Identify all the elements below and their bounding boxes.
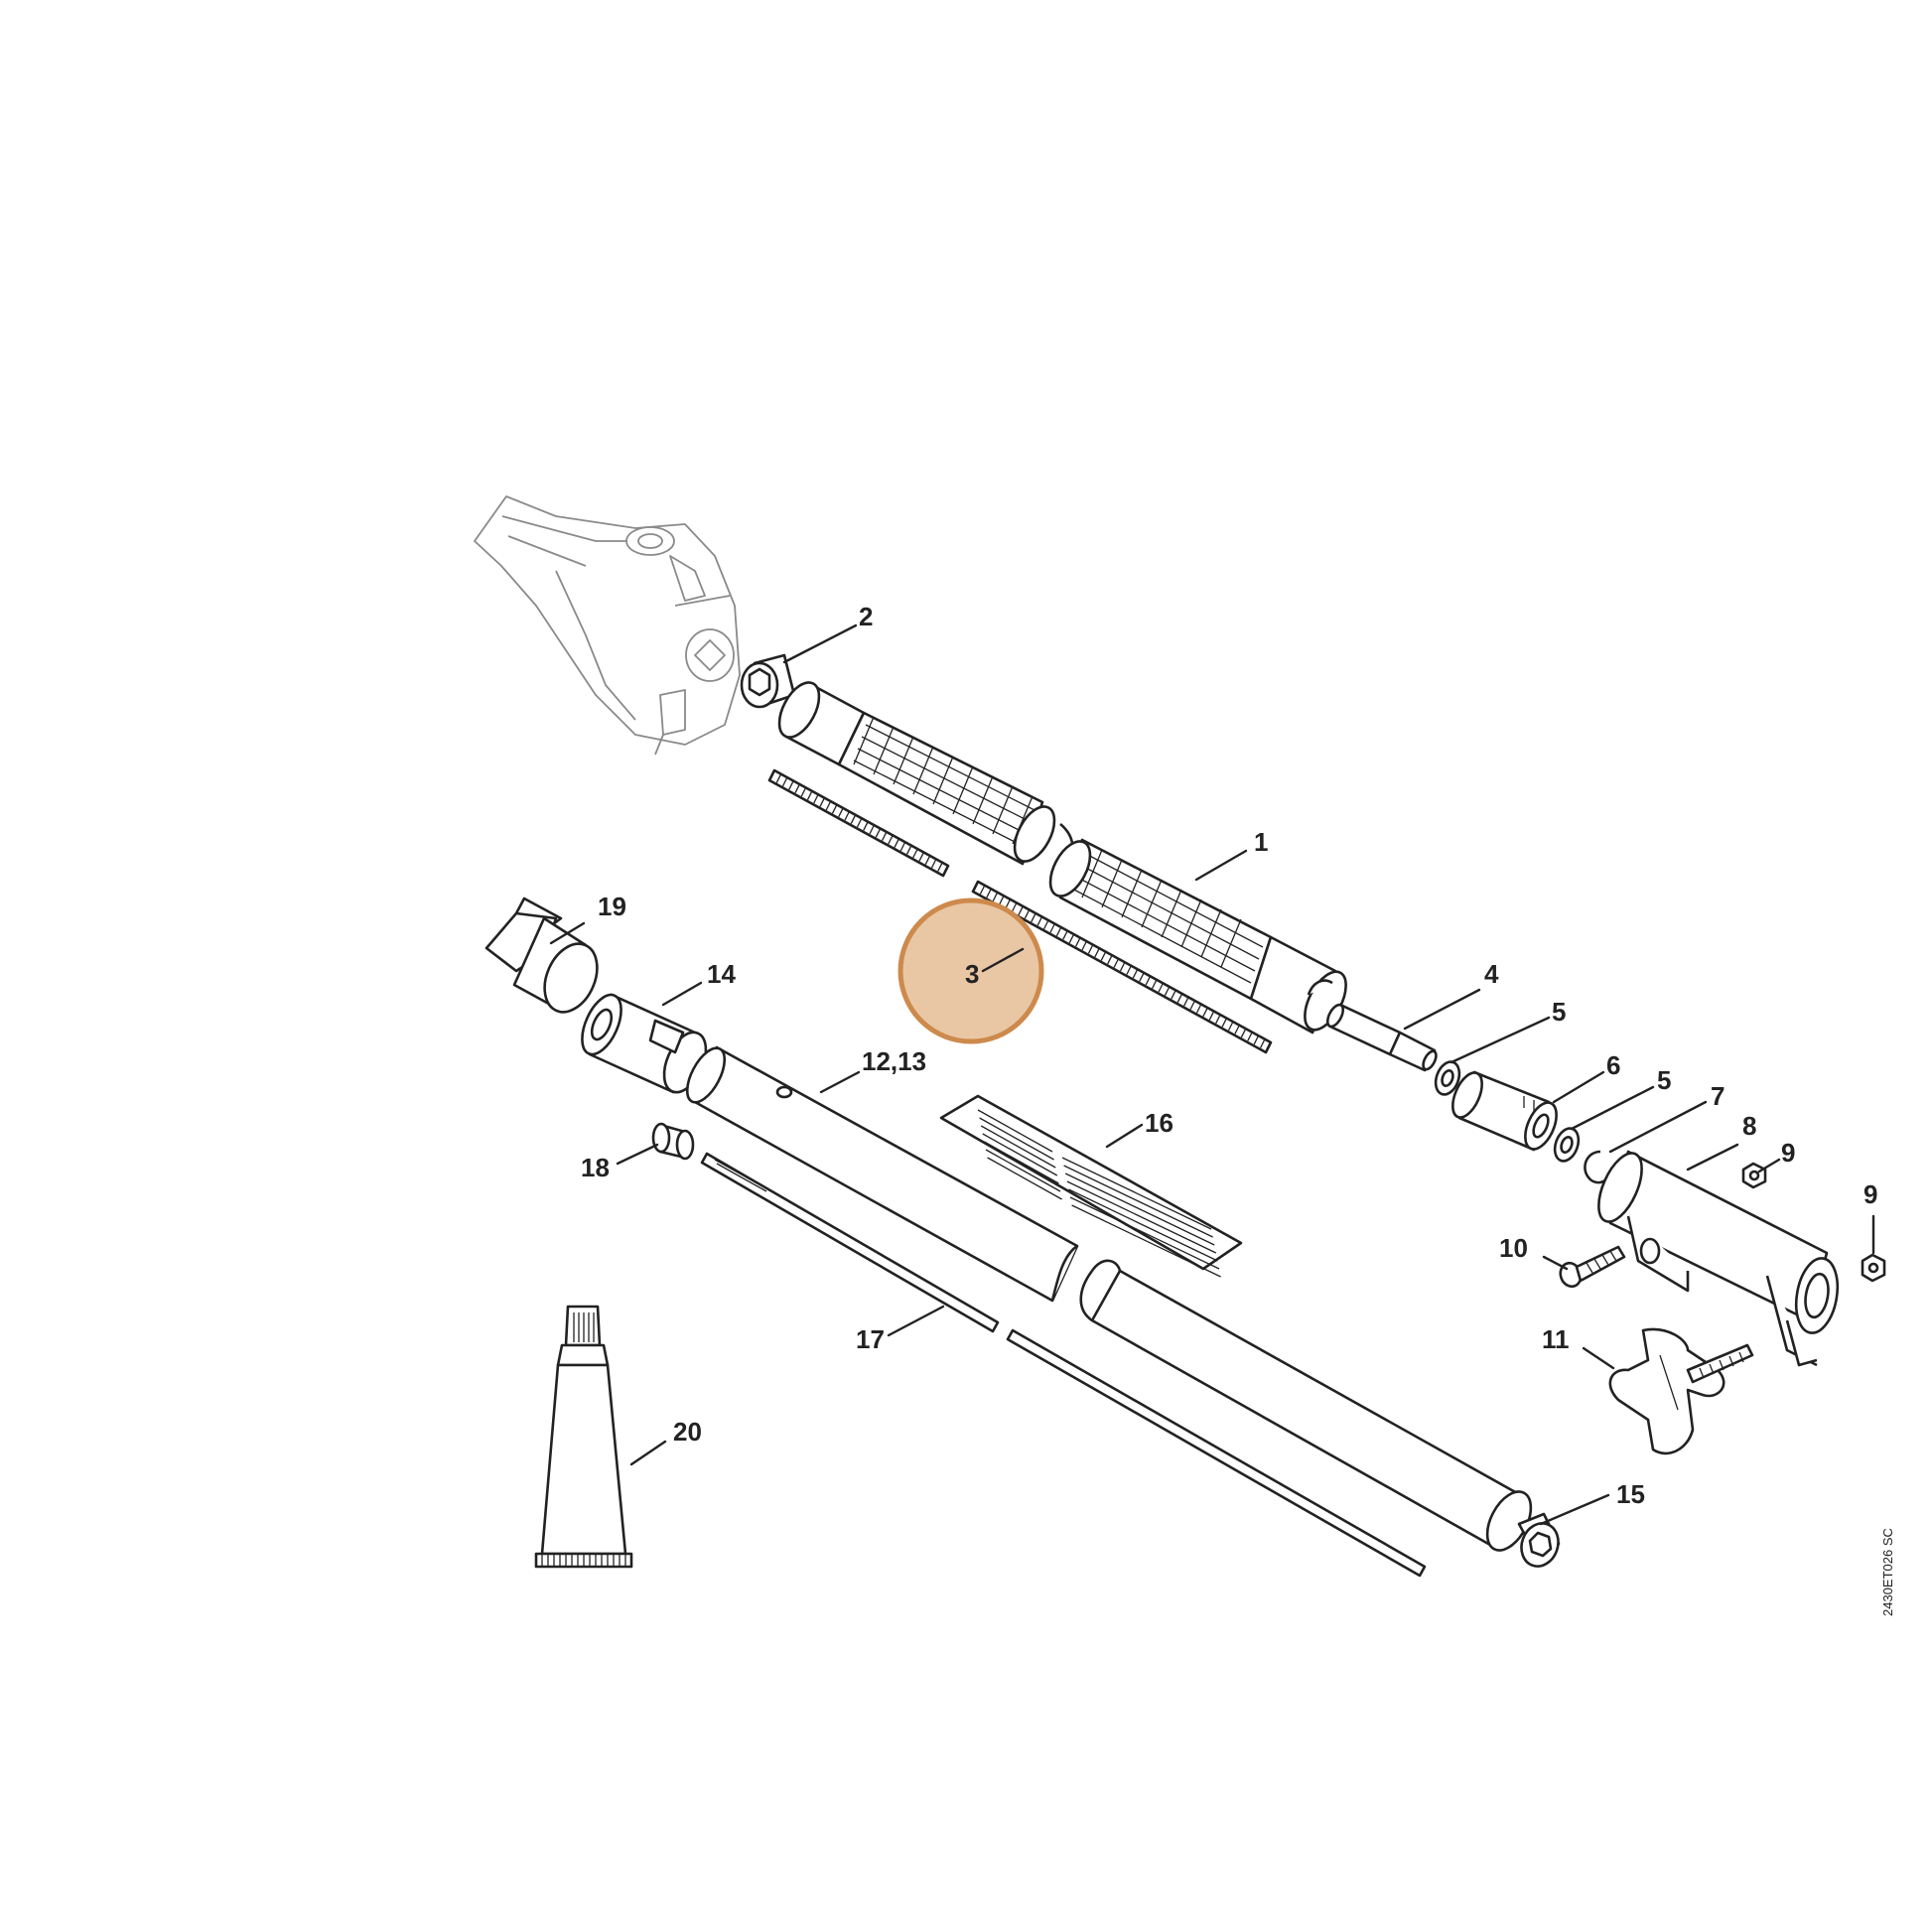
part-12-13-tube: [685, 1045, 1533, 1552]
part-16-decal: [939, 1094, 1243, 1278]
part-15-end-nut: [1517, 1512, 1561, 1568]
callout-5b[interactable]: 5: [1657, 1065, 1671, 1095]
callout-9b[interactable]: 9: [1863, 1179, 1877, 1209]
part-8-clamp-housing: [1597, 1150, 1840, 1367]
part-20-grease-tube: [534, 1305, 633, 1569]
part-6-sleeve: [1451, 1070, 1558, 1152]
grip-ribs-lower: [1069, 849, 1264, 984]
part-1-drive-tube: [777, 681, 1347, 1035]
callout-11[interactable]: 11: [1542, 1324, 1570, 1354]
part-3-drive-shaft: [767, 768, 1273, 1054]
callout-20[interactable]: 20: [673, 1417, 702, 1447]
part-14-sleeve: [581, 993, 708, 1094]
callout-7[interactable]: 7: [1711, 1081, 1725, 1111]
callout-19[interactable]: 19: [598, 892, 626, 921]
part-9-nut-a: [1741, 1162, 1767, 1189]
leader-line-3: [981, 947, 1025, 973]
callout-9a[interactable]: 9: [1781, 1138, 1795, 1168]
callout-12-13[interactable]: 12,13: [862, 1046, 926, 1076]
callout-16[interactable]: 16: [1145, 1108, 1173, 1138]
callout-5a[interactable]: 5: [1552, 997, 1566, 1027]
callout-3[interactable]: 3: [965, 959, 979, 989]
grip-ribs-upper: [853, 716, 1043, 851]
part-18-bushing: [651, 1122, 695, 1161]
callout-6[interactable]: 6: [1606, 1050, 1620, 1080]
callout-1[interactable]: 1: [1254, 827, 1268, 857]
callout-2[interactable]: 2: [859, 602, 873, 631]
part-19-end-cap: [484, 897, 599, 1014]
callout-14[interactable]: 14: [707, 959, 736, 989]
callout-10[interactable]: 10: [1499, 1233, 1528, 1263]
part-5-washer-b: [1553, 1127, 1581, 1163]
callout-17[interactable]: 17: [856, 1324, 885, 1354]
leader-lines: [549, 623, 1875, 1526]
engine-housing-outline: [474, 495, 741, 756]
callout-8[interactable]: 8: [1742, 1111, 1756, 1141]
drawing-code: 2430ET026 SC: [1880, 1528, 1895, 1616]
part-2-bushing: [740, 653, 796, 709]
highlight-marker: [897, 897, 1044, 1044]
part-9-nut-b: [1861, 1253, 1886, 1283]
callout-18[interactable]: 18: [581, 1153, 610, 1182]
part-4-coupling: [1325, 1003, 1438, 1072]
part-11-star-knob: [1608, 1327, 1754, 1455]
callout-4[interactable]: 4: [1484, 959, 1499, 989]
part-17-drive-rod: [700, 1152, 1427, 1578]
callout-15[interactable]: 15: [1616, 1479, 1645, 1509]
